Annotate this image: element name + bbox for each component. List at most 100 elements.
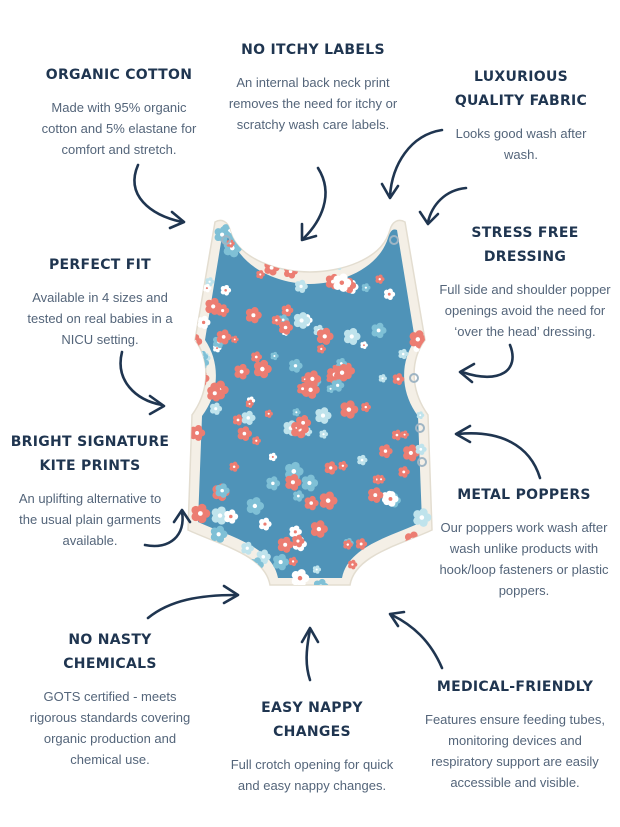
flower-motif bbox=[371, 322, 387, 339]
feature-text: Available in 4 sizes and tested on real … bbox=[27, 290, 173, 347]
flower-motif bbox=[355, 538, 368, 550]
flower-motif bbox=[413, 508, 432, 527]
flower-motif bbox=[297, 382, 309, 395]
flower-motif bbox=[317, 233, 329, 245]
flower-motif bbox=[381, 576, 398, 585]
flower-motif bbox=[188, 277, 205, 294]
flower-motif bbox=[355, 230, 364, 240]
flower-motif bbox=[377, 475, 386, 484]
flower-motif bbox=[375, 274, 385, 284]
flower-motif bbox=[264, 409, 273, 418]
flower-motif bbox=[203, 283, 212, 293]
flower-motif bbox=[421, 227, 430, 237]
flower-motif bbox=[317, 344, 327, 354]
flower-motif bbox=[313, 578, 329, 585]
feature-luxurious-fabric: LUXURIOUS QUALITY FABRIC Looks good wash… bbox=[446, 65, 596, 165]
flower-motif bbox=[188, 574, 199, 585]
flower-motif bbox=[319, 491, 338, 510]
feature-organic-cotton: ORGANIC COTTON Made with 95% organic cot… bbox=[34, 63, 204, 160]
flower-motif bbox=[340, 400, 359, 419]
flower-motif bbox=[343, 539, 353, 550]
flower-motif bbox=[324, 461, 338, 475]
flower-motif bbox=[285, 474, 302, 491]
feature-perfect-fit: PERFECT FIT Available in 4 sizes and tes… bbox=[20, 253, 180, 350]
feature-text: Looks good wash after wash. bbox=[455, 126, 587, 162]
flower-motif bbox=[295, 279, 308, 293]
flower-motif bbox=[415, 443, 427, 455]
flower-motif bbox=[257, 586, 264, 593]
feature-title: EASY NAPPY CHANGES bbox=[261, 700, 363, 740]
flower-motif bbox=[341, 250, 355, 265]
flower-motif bbox=[383, 288, 396, 300]
flower-motif bbox=[312, 565, 322, 574]
flower-motif bbox=[245, 399, 254, 408]
feature-text: Features ensure feeding tubes, monitorin… bbox=[425, 712, 605, 790]
flower-motif bbox=[205, 297, 222, 315]
flower-motif bbox=[189, 425, 206, 441]
feature-title: MEDICAL-FRIENDLY bbox=[436, 679, 594, 695]
feature-text: Our poppers work wash after wash unlike … bbox=[439, 520, 609, 598]
flower-motif bbox=[278, 320, 293, 335]
flower-motif bbox=[265, 235, 274, 244]
flower-motif bbox=[216, 329, 232, 345]
flower-motif bbox=[281, 304, 294, 317]
feature-no-itchy-labels: NO ITCHY LABELS An internal back neck pr… bbox=[228, 38, 398, 135]
flower-motif bbox=[392, 373, 405, 386]
flower-motif bbox=[271, 315, 282, 326]
feature-stress-free-dressing: STRESS FREE DRESSING Full side and shoul… bbox=[436, 221, 614, 342]
flower-motif bbox=[291, 569, 310, 585]
flower-motif bbox=[225, 578, 238, 585]
flower-motif bbox=[296, 415, 312, 431]
flower-motif bbox=[229, 461, 240, 472]
flower-motif bbox=[360, 341, 368, 350]
flower-motif bbox=[412, 225, 424, 237]
flower-motif bbox=[361, 402, 371, 413]
feature-title: BRIGHT SIGNATURE KITE PRINTS bbox=[10, 434, 170, 474]
feature-text: GOTS certified - meets rigorous standard… bbox=[29, 689, 191, 767]
flower-motif bbox=[245, 307, 262, 324]
flower-motif bbox=[231, 335, 239, 344]
flower-motif bbox=[416, 411, 425, 420]
flower-motif bbox=[241, 410, 256, 425]
floral-bodysuit-illustration bbox=[187, 219, 433, 593]
flower-motif bbox=[378, 374, 387, 383]
flower-motif bbox=[419, 578, 430, 585]
feature-medical-friendly: MEDICAL-FRIENDLY Features ensure feeding… bbox=[420, 675, 610, 793]
feature-text: Full crotch opening for quick and easy n… bbox=[230, 757, 394, 793]
flower-motif bbox=[253, 359, 272, 379]
flower-motif bbox=[277, 536, 294, 553]
flower-motif bbox=[316, 327, 334, 345]
flower-motif bbox=[215, 483, 230, 498]
feature-text: An internal back neck print removes the … bbox=[228, 75, 398, 132]
flower-motif bbox=[250, 570, 258, 579]
flower-motif bbox=[268, 452, 278, 462]
flower-motif bbox=[273, 553, 290, 571]
flower-motif bbox=[403, 444, 420, 462]
flower-motif bbox=[286, 247, 306, 267]
flower-motif bbox=[315, 407, 332, 424]
flower-motif bbox=[266, 476, 281, 491]
flower-motif bbox=[239, 564, 251, 576]
feature-title: STRESS FREE DRESSING bbox=[471, 225, 579, 265]
flower-motif bbox=[334, 363, 352, 382]
flower-motif bbox=[207, 384, 224, 402]
feature-bright-prints: BRIGHT SIGNATURE KITE PRINTS An upliftin… bbox=[10, 430, 170, 551]
flower-motif bbox=[303, 243, 315, 255]
flower-motif bbox=[346, 226, 356, 236]
flower-motif bbox=[289, 525, 302, 539]
flower-motif bbox=[334, 254, 347, 268]
flower-motif bbox=[357, 454, 368, 466]
flower-motif bbox=[415, 251, 432, 269]
flower-motif bbox=[361, 283, 371, 293]
feature-title: NO ITCHY LABELS bbox=[241, 42, 385, 58]
flower-motif bbox=[256, 270, 265, 279]
flower-motif bbox=[259, 517, 272, 531]
flower-motif bbox=[379, 444, 393, 459]
flower-motif bbox=[292, 534, 305, 548]
flower-motif bbox=[246, 497, 264, 515]
flower-motif bbox=[289, 358, 303, 373]
feature-easy-nappy-changes: EASY NAPPY CHANGES Full crotch opening f… bbox=[226, 696, 398, 796]
feature-title: PERFECT FIT bbox=[48, 257, 152, 273]
flower-motif bbox=[417, 546, 428, 557]
flower-motif bbox=[189, 313, 198, 323]
